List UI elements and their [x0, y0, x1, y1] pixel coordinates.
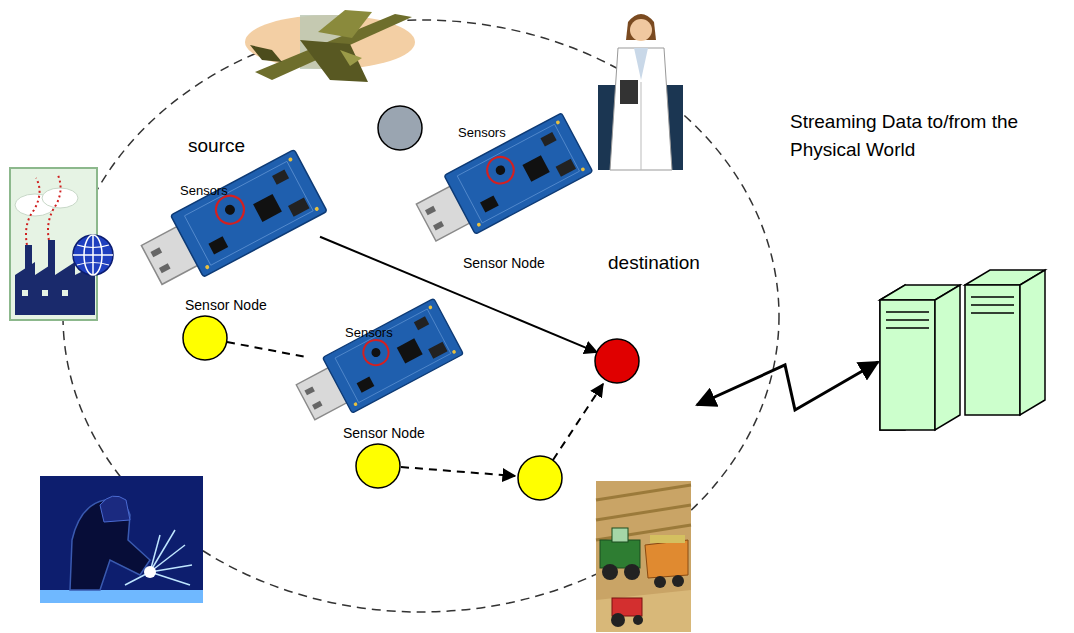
server-icon — [971, 304, 1014, 306]
server-icon — [935, 285, 960, 430]
sensor-node-label: Sensor Node — [463, 255, 545, 272]
server-icon — [880, 270, 1045, 430]
sensor-board — [411, 113, 593, 252]
farm-icon — [654, 576, 666, 588]
sensors-label: Sensors — [345, 325, 393, 341]
welder-icon — [40, 476, 203, 603]
sensor-node-label: Sensor Node — [185, 297, 267, 314]
streaming-caption: Streaming Data to/from the Physical Worl… — [790, 108, 1022, 164]
multihop-link — [227, 342, 306, 357]
destination-node: destination — [595, 252, 740, 384]
factory-icon — [26, 178, 40, 250]
farm-icon — [602, 564, 618, 580]
doctor-icon — [598, 14, 683, 170]
sensors-label: Sensors — [458, 125, 506, 141]
source-label: source — [188, 135, 245, 158]
server-icon — [965, 285, 1020, 415]
aircraft-icon — [250, 45, 282, 62]
factory-icon — [62, 290, 68, 296]
welder-icon — [40, 590, 203, 603]
welder-icon — [125, 530, 192, 585]
welder-icon — [100, 496, 130, 522]
sensor-node: sourceSensorsSensor Node — [140, 135, 320, 320]
idle-node-dot — [378, 106, 422, 150]
sensor-node: SensorsSensor Node — [310, 320, 460, 446]
sensor-board — [135, 150, 327, 296]
sensors-label: Sensors — [180, 183, 228, 199]
welder-icon — [150, 545, 185, 572]
sensor-board — [291, 298, 464, 430]
relay-node-dot — [356, 444, 400, 488]
farm-icon — [596, 481, 691, 632]
farm-icon — [633, 615, 643, 625]
multihop-link — [553, 384, 603, 460]
farm-icon — [650, 535, 685, 543]
multihop-link — [401, 467, 515, 476]
aircraft-icon — [340, 50, 362, 66]
server-icon — [886, 311, 929, 313]
farm-icon — [596, 481, 691, 632]
server-icon — [880, 300, 935, 430]
server-icon — [886, 319, 929, 321]
doctor-icon — [634, 48, 648, 80]
farm-icon — [600, 540, 640, 568]
server-icon — [971, 296, 1014, 298]
welder-icon — [150, 572, 190, 585]
welder-icon — [150, 565, 192, 572]
destination-dot — [595, 339, 639, 383]
farm-icon — [645, 540, 688, 578]
factory-icon — [10, 168, 113, 320]
aircraft-icon — [245, 10, 415, 82]
farm-icon — [612, 528, 628, 542]
relay-node-dot — [518, 456, 562, 500]
factory-icon — [22, 290, 28, 296]
welder-icon — [144, 566, 156, 578]
farm-icon — [596, 485, 691, 540]
doctor-icon — [630, 19, 652, 41]
server-icon — [1020, 270, 1045, 415]
data-flow-arrow — [320, 237, 597, 353]
destination-label: destination — [608, 252, 700, 275]
node-circle — [593, 337, 641, 385]
server-icon — [971, 312, 1014, 314]
aircraft-icon — [300, 40, 368, 82]
farm-icon — [624, 564, 640, 580]
factory-icon — [73, 235, 113, 275]
aircraft-icon — [318, 10, 372, 38]
factory-icon — [77, 245, 109, 265]
sensor-node: SensorsSensor Node — [425, 120, 590, 280]
doctor-icon — [610, 48, 672, 170]
welder-icon — [40, 476, 203, 603]
farm-icon — [596, 590, 691, 632]
doctor-icon — [641, 82, 642, 170]
farm-icon — [672, 575, 684, 587]
farm-icon — [611, 613, 625, 627]
sensor-node-label: Sensor Node — [343, 425, 425, 442]
server-icon — [886, 327, 929, 329]
doctor-icon — [626, 14, 656, 40]
relay-node-dot — [183, 316, 227, 360]
wireless-uplink — [697, 362, 878, 410]
doctor-icon — [620, 80, 638, 104]
factory-icon — [48, 175, 61, 245]
factory-icon — [42, 290, 48, 296]
welder-icon — [150, 530, 175, 572]
factory-icon — [92, 235, 94, 275]
